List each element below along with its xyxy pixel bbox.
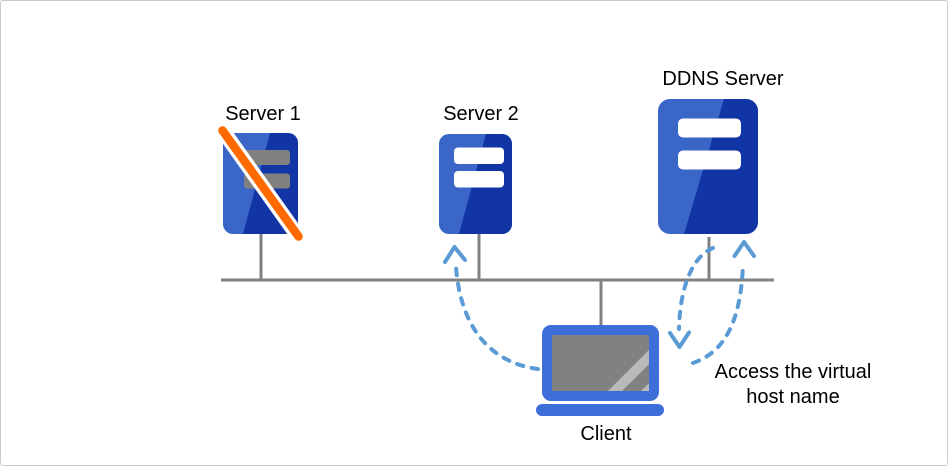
laptop-base [536, 404, 664, 416]
ddns-server-icon [658, 99, 758, 234]
annotation-line: host name [746, 386, 840, 408]
server2-label: Server 2 [443, 103, 519, 125]
ddns-stripe [678, 118, 741, 138]
laptop-screen [552, 335, 649, 391]
offline-slash-icon [213, 120, 308, 247]
server2-icon [439, 134, 512, 234]
server2-stripe [454, 147, 504, 164]
laptop-screen-glare [607, 349, 649, 391]
client-to-ddns-arrowhead-icon [732, 240, 756, 258]
ddns-server-label: DDNS Server [662, 68, 784, 90]
client-label: Client [580, 423, 632, 445]
ddns-stripe [678, 150, 741, 170]
annotation-access-virtual-host: Access the virtual host name [702, 360, 884, 410]
ddns-to-client-arrow [677, 246, 715, 331]
server1-label: Server 1 [225, 103, 301, 125]
ddns-to-client-arrowhead-icon [668, 330, 691, 349]
server1-stripe [244, 150, 290, 165]
server2-stripe [454, 171, 504, 188]
annotation-line: Access the virtual [714, 361, 872, 383]
network-bus-line [221, 234, 774, 327]
client-to-server2-arrowhead-icon [443, 245, 467, 264]
server1-icon [213, 120, 308, 247]
client-laptop-icon [536, 325, 664, 416]
client-to-server2-arrow [454, 265, 540, 371]
client-to-ddns-arrow [691, 262, 745, 365]
